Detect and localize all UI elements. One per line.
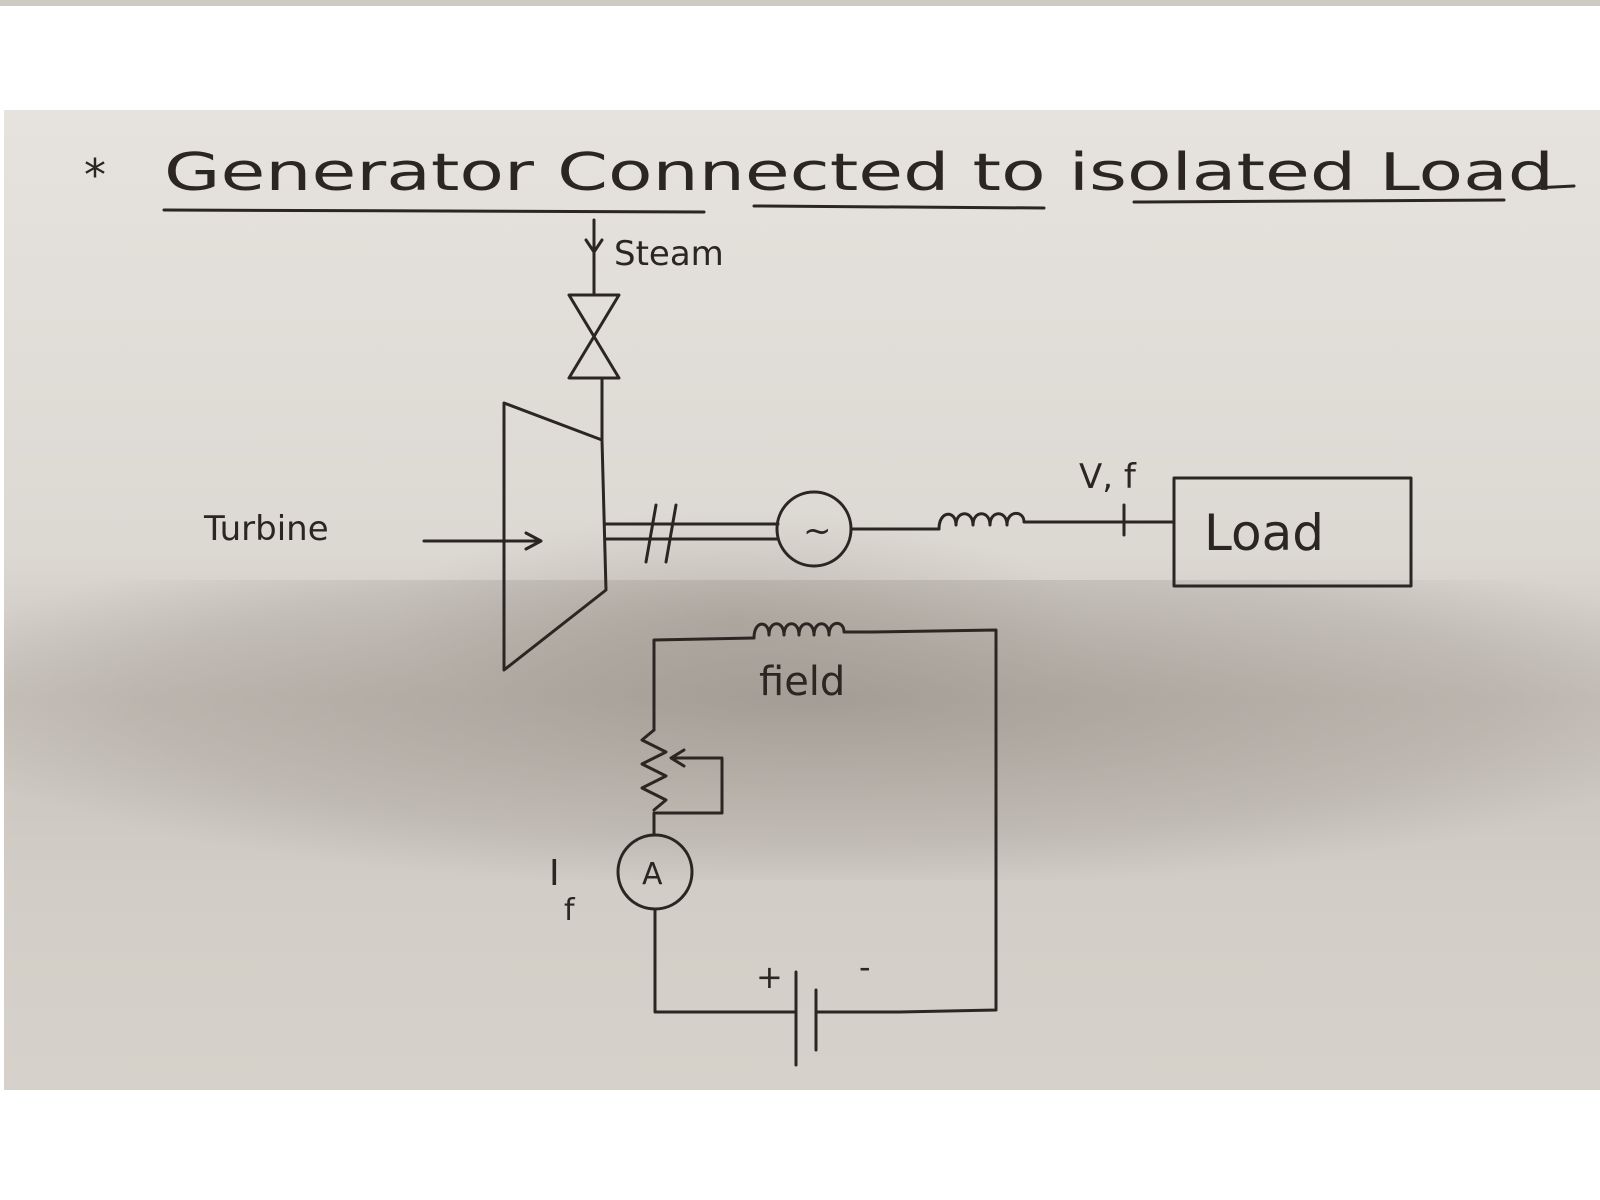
field-right-wire (870, 628, 998, 1014)
load-box (1172, 476, 1413, 588)
title-underline-3 (1132, 198, 1506, 204)
circuit-diagram: * Generator Connected to isolated Load S… (84, 143, 1576, 1067)
battery-plus-label: + (756, 958, 783, 996)
field-label: field (759, 659, 845, 705)
shaft-break-1 (644, 503, 658, 564)
field-left-wire (652, 636, 756, 732)
field-current-label: I (549, 853, 560, 894)
rheostat-zigzag (640, 728, 668, 812)
turbine-label: Turbine (203, 509, 329, 549)
title-star: * (84, 150, 106, 201)
shaft-break-2 (664, 503, 678, 564)
battery-minus-label: - (859, 948, 871, 986)
hand-shadow (4, 580, 1600, 880)
title-underline-1 (162, 208, 706, 214)
rheostat-arrow (654, 756, 724, 815)
top-border (0, 0, 1600, 6)
load-label: Load (1204, 504, 1324, 562)
steam-label: Steam (614, 234, 724, 274)
turbine-pointer-head (524, 531, 543, 551)
generator-ac-symbol: ~ (803, 511, 832, 551)
steam-arrow-head (584, 238, 604, 254)
turbine-body (502, 401, 608, 672)
line-inductor (937, 511, 1066, 531)
title-underline-2 (752, 204, 1046, 210)
hand-shadow-inner (384, 510, 1084, 730)
notebook-photo: * Generator Connected to isolated Load S… (4, 110, 1600, 1090)
title-underline-4 (1532, 184, 1576, 190)
field-current-subscript: f (564, 893, 576, 928)
ammeter-label: A (642, 857, 663, 892)
rheostat-arrow-head (669, 748, 686, 768)
ammeter-to-battery (653, 907, 796, 1014)
field-inductor (752, 621, 874, 640)
page-title: Generator Connected to isolated Load (164, 143, 1554, 203)
terminal-voltage-frequency-label: V, f (1079, 457, 1137, 497)
steam-valve (567, 293, 621, 380)
